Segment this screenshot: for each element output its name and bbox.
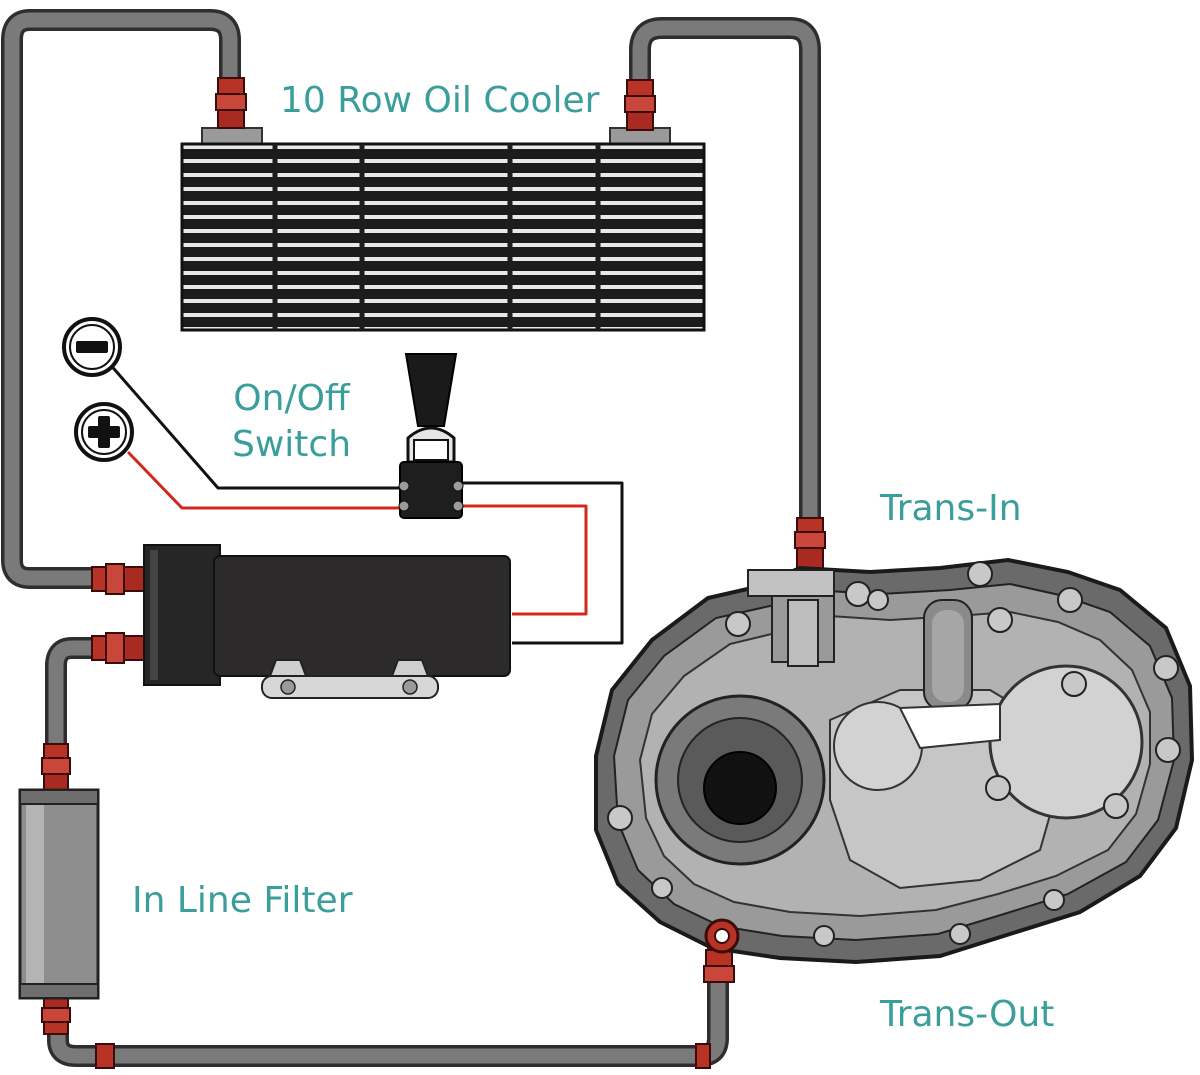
plus-terminal-icon	[74, 402, 134, 462]
fitting-cooler-left	[215, 77, 247, 129]
fitting-cooler-right	[624, 79, 656, 131]
label-switch-line-1: On/Off	[233, 378, 350, 419]
oil-cooler	[180, 127, 706, 332]
hose-fittings	[41, 77, 826, 1069]
positive-wire	[126, 450, 402, 510]
hose-lines	[1, 9, 821, 1067]
in-line-filter	[18, 788, 100, 1000]
pump-mount-bracket	[261, 675, 439, 699]
fitting-pump-upper	[91, 563, 145, 595]
wiring	[106, 361, 624, 645]
fitting-filter-top	[41, 743, 71, 793]
oil-pump	[143, 544, 511, 699]
switch-lever	[404, 353, 458, 427]
housing-bolts	[607, 561, 1181, 947]
fitting-trans-in	[794, 517, 826, 571]
fitting-trans-out	[703, 949, 735, 983]
minus-terminal-icon	[62, 317, 122, 377]
negative-wire	[106, 361, 402, 490]
fitting-pump-lower	[91, 632, 145, 664]
transmission-housing	[594, 557, 1195, 965]
hose-filter-to-trans-out	[47, 924, 729, 1067]
fitting-elbow-bottom	[95, 1043, 711, 1069]
on-off-switch	[398, 353, 464, 519]
label-switch: On/Off Switch	[232, 376, 351, 468]
label-oil-cooler: 10 Row Oil Cooler	[280, 80, 600, 121]
cooler-core	[180, 142, 706, 332]
label-switch-line-2: Switch	[232, 424, 352, 465]
label-trans-in: Trans-In	[880, 488, 1022, 529]
label-in-line-filter: In Line Filter	[132, 880, 353, 921]
label-trans-out: Trans-Out	[880, 994, 1055, 1035]
